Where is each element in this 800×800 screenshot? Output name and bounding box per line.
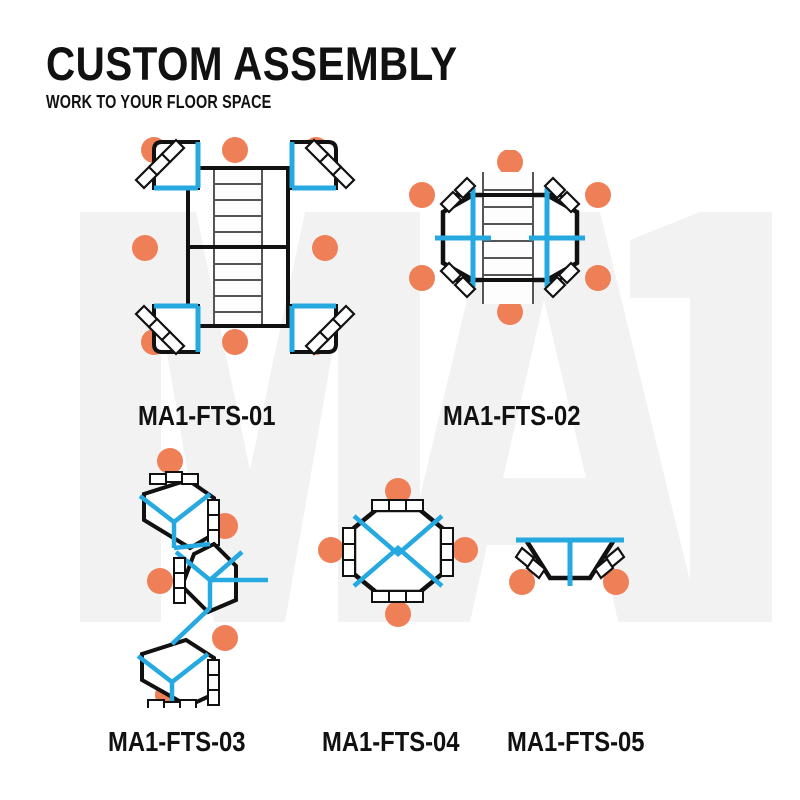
layout-diagram-ma1-fts-05[interactable]	[498, 518, 658, 608]
layout-diagram-ma1-fts-02[interactable]	[395, 150, 625, 330]
layout-diagram-ma1-fts-04[interactable]	[318, 478, 478, 628]
seat-marker	[409, 265, 435, 291]
seat-marker	[409, 182, 435, 208]
seat-marker	[585, 182, 611, 208]
seat-marker	[585, 265, 611, 291]
layout-label-ma1-fts-05: MA1-FTS-05	[507, 726, 645, 757]
seat-marker	[132, 235, 158, 261]
layout-label-ma1-fts-02: MA1-FTS-02	[443, 400, 581, 431]
corner-desk-top-right	[289, 138, 356, 191]
page-subtitle: WORK TO YOUR FLOOR SPACE	[46, 92, 272, 112]
layout-diagram-ma1-fts-03[interactable]	[118, 448, 298, 708]
seat-marker	[222, 137, 248, 163]
segmented-edge	[304, 138, 356, 190]
pod-middle	[173, 541, 268, 615]
seat-marker	[312, 235, 338, 261]
layout-label-ma1-fts-04: MA1-FTS-04	[322, 726, 460, 757]
central-spine	[186, 166, 290, 328]
header: CUSTOM ASSEMBLY WORK TO YOUR FLOOR SPACE	[46, 40, 524, 111]
pod-shell	[351, 507, 445, 595]
seat-marker	[318, 537, 344, 563]
seat-marker	[452, 537, 478, 563]
corner-desk-bottom-right	[289, 303, 356, 356]
pod-bottom	[136, 637, 220, 708]
pod-top	[138, 471, 220, 551]
seat-marker	[157, 448, 183, 474]
layout-diagram-ma1-fts-01[interactable]	[120, 128, 370, 368]
corner-desk-top-left	[134, 138, 201, 191]
seat-marker	[509, 569, 535, 595]
segmented-edge	[134, 138, 186, 190]
page-title: CUSTOM ASSEMBLY	[46, 37, 458, 90]
layout-label-ma1-fts-01: MA1-FTS-01	[138, 400, 276, 431]
seat-marker	[385, 601, 411, 627]
seat-marker	[212, 625, 238, 651]
seat-marker	[497, 150, 523, 175]
seat-marker	[222, 329, 248, 355]
layout-label-ma1-fts-03: MA1-FTS-03	[108, 726, 246, 757]
seat-marker	[147, 568, 173, 594]
